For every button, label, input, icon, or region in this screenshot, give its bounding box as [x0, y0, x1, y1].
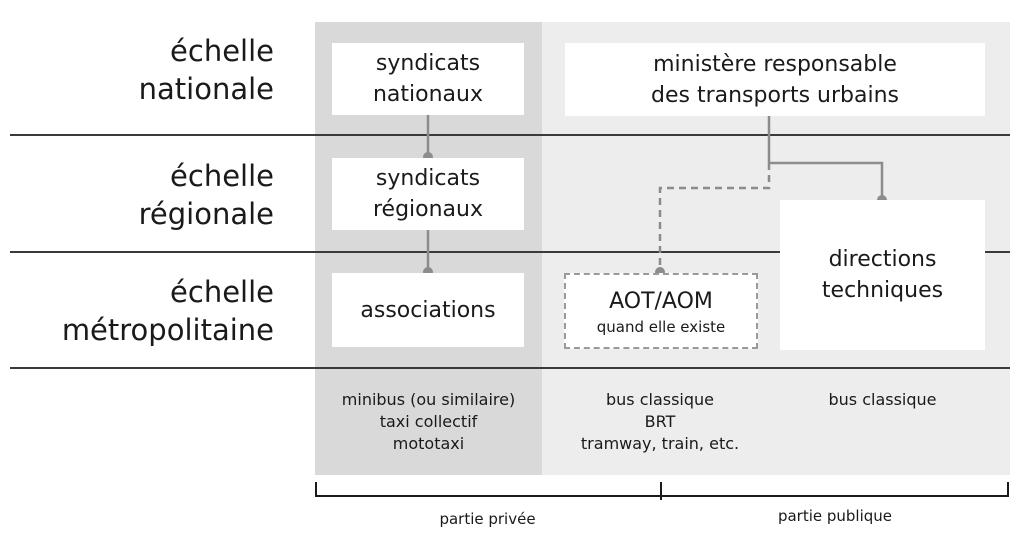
connector-ministere-aot: [658, 163, 771, 272]
box-aot-aom: AOT/AOM quand elle existe: [564, 273, 758, 349]
row-label-metropolitan: échelle métropolitaine: [61, 275, 274, 347]
divider-regional-metropolitan: [10, 251, 1010, 253]
box-syndicats-nationaux: syndicats nationaux: [332, 43, 524, 115]
label-partie-publique: partie publique: [777, 507, 893, 525]
box-ministere: ministère responsable des transports urb…: [565, 43, 985, 116]
bracket-public: [661, 482, 1009, 497]
box-associations: associations: [332, 273, 524, 347]
row-label-regional: échelle régionale: [138, 159, 274, 231]
bracket-private: [315, 482, 661, 497]
row-label-national: échelle nationale: [138, 34, 274, 106]
modes-public-aot: bus classique BRT tramway, train, etc.: [580, 390, 740, 453]
modes-public-directions: bus classique: [828, 390, 937, 409]
divider-metropolitan-modes: [10, 367, 1010, 369]
modes-private: minibus (ou similaire) taxi collectif mo…: [341, 390, 516, 453]
divider-national-regional: [10, 134, 1010, 136]
box-syndicats-regionaux: syndicats régionaux: [332, 158, 524, 230]
connector-ministere-directions: [767, 116, 884, 200]
box-directions-techniques: directions techniques: [780, 200, 985, 350]
label-partie-privee: partie privée: [439, 510, 536, 528]
